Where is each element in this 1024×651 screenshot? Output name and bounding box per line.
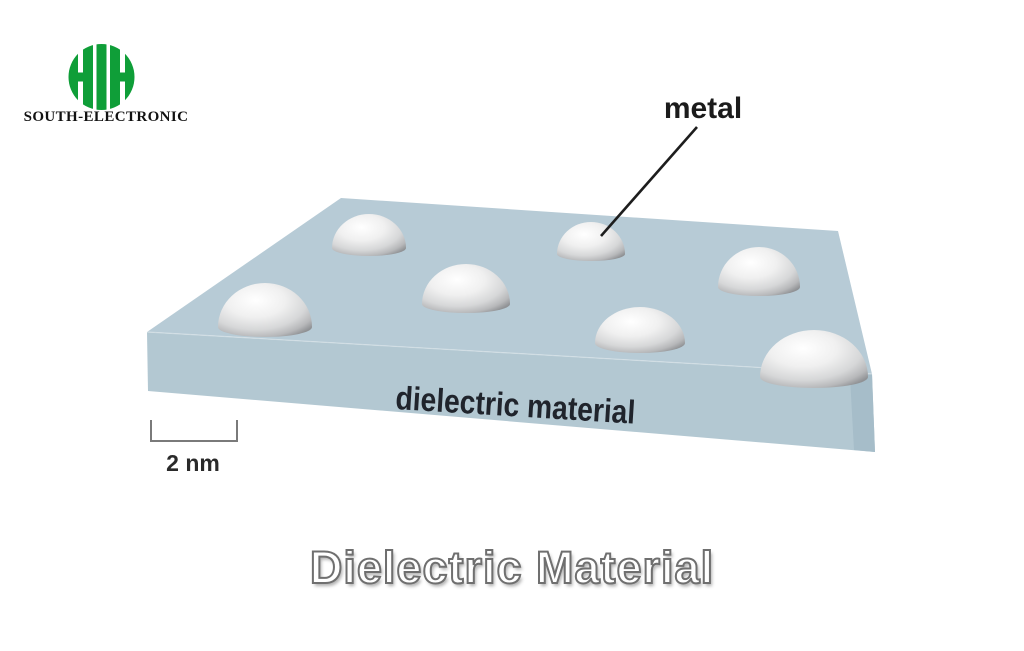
scale-label: 2 nm bbox=[166, 450, 220, 476]
slab-fold-edge bbox=[146, 331, 873, 375]
slab-right-face bbox=[850, 374, 875, 452]
metal-nanoparticle bbox=[218, 283, 312, 337]
logo-bars bbox=[68, 44, 135, 110]
slab-top-face bbox=[147, 198, 872, 374]
metal-nanoparticle bbox=[760, 330, 868, 388]
scale-bar bbox=[150, 420, 238, 442]
slab-front-face bbox=[147, 332, 875, 452]
double-h-emblem-icon bbox=[68, 44, 135, 110]
metal-nanoparticle bbox=[557, 222, 625, 261]
metal-nanoparticle bbox=[422, 264, 510, 313]
metal-label: metal bbox=[664, 92, 742, 125]
logo-wordmark: SOUTH-ELECTRONIC bbox=[23, 109, 189, 125]
metal-pointer-line bbox=[600, 126, 698, 237]
metal-nanoparticle bbox=[332, 214, 406, 256]
page-title: Dielectric Material bbox=[309, 541, 715, 594]
metal-nanoparticle bbox=[595, 307, 685, 353]
metal-nanoparticle bbox=[718, 247, 800, 296]
